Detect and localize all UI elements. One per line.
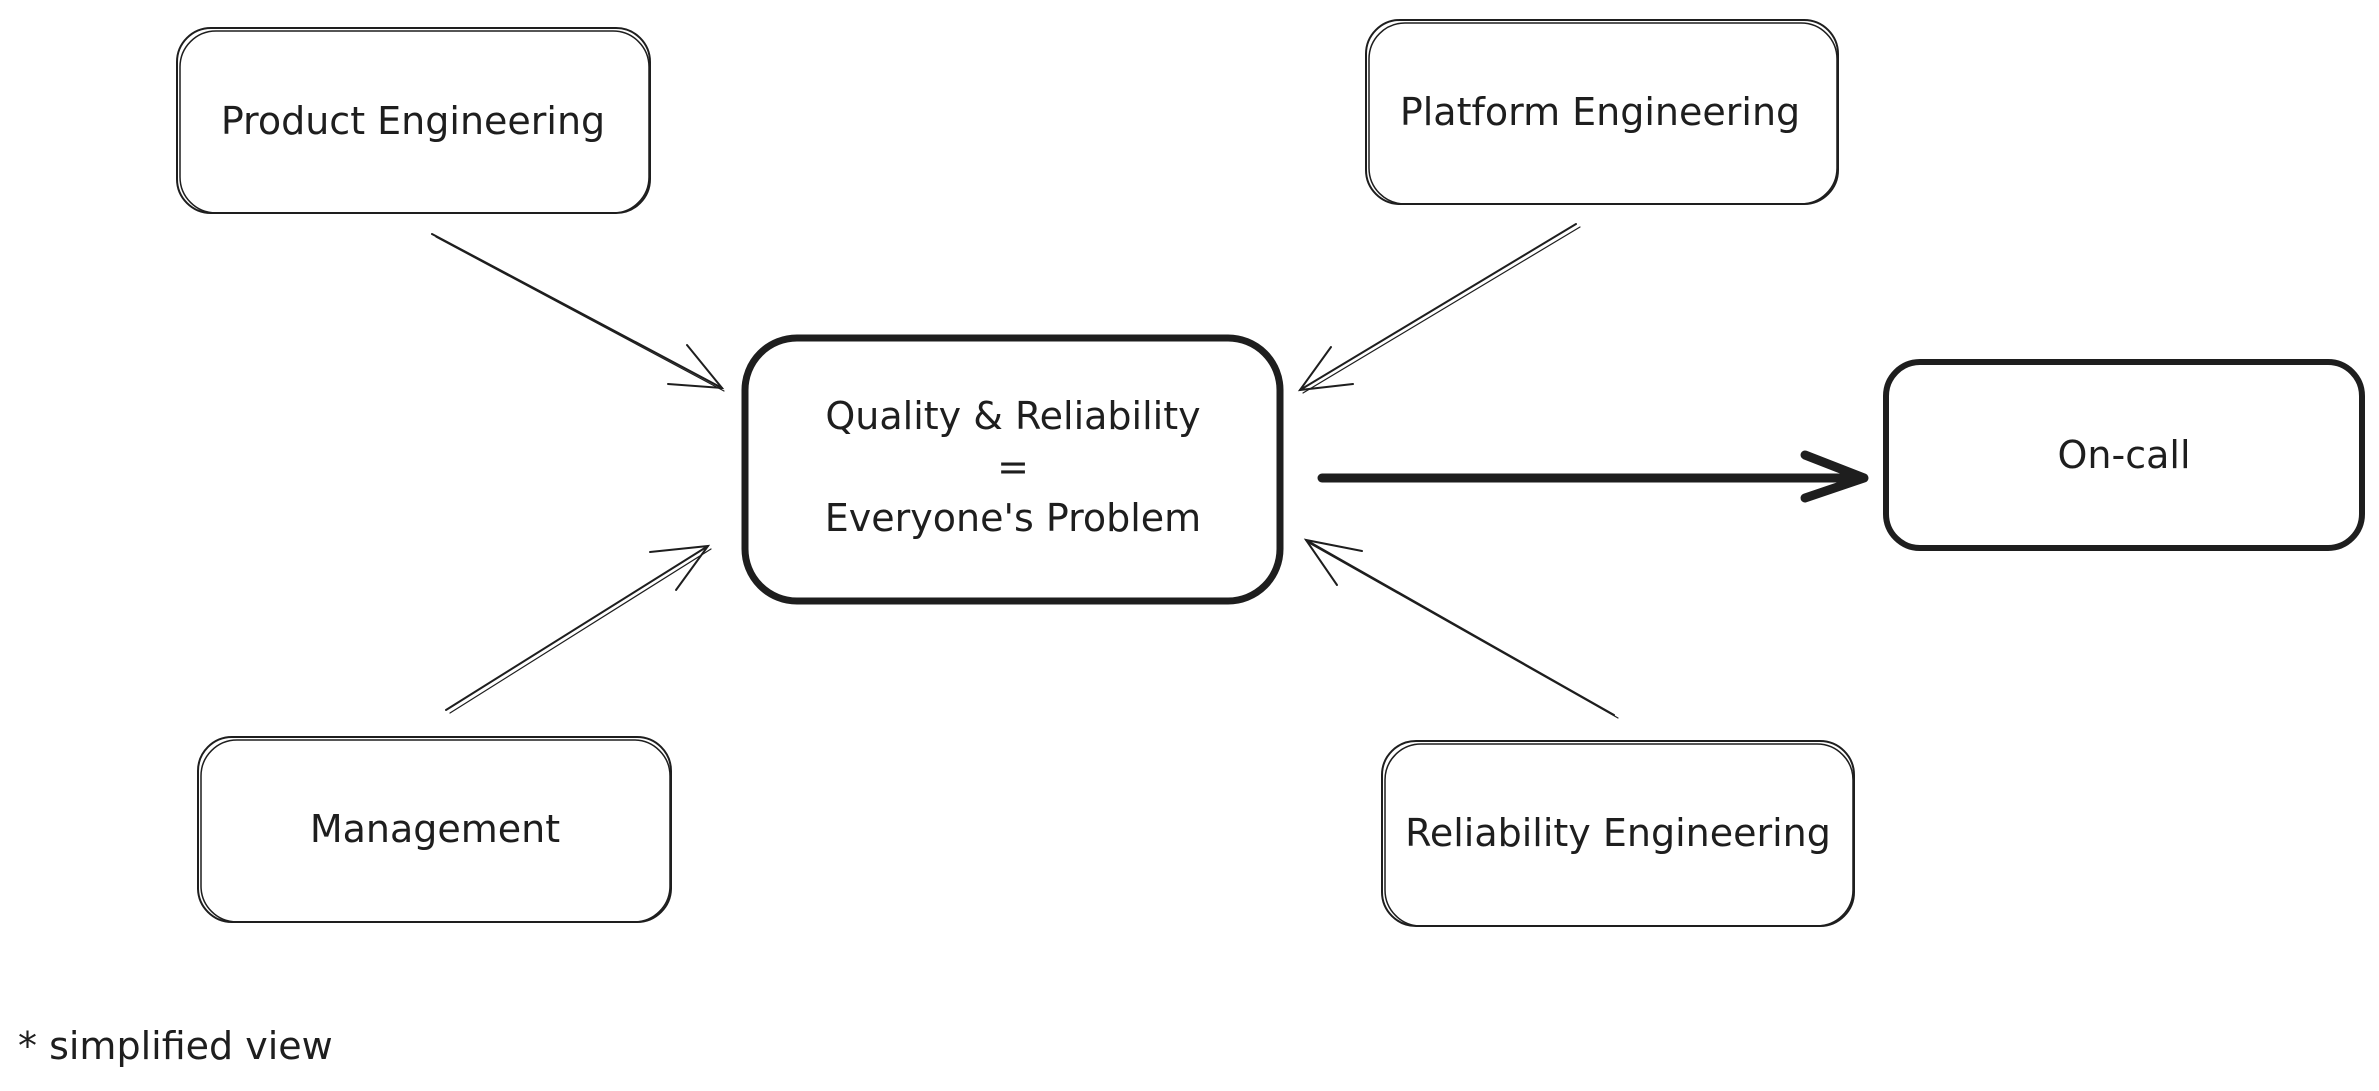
node-quality-reliability[interactable]: Quality & Reliability = Everyone's Probl… (741, 334, 1284, 605)
node-reliability-engineering-label: Reliability Engineering (1405, 811, 1831, 855)
arrow-reliability-to-quality (1303, 538, 1619, 719)
arrow-platform-to-quality (1297, 223, 1581, 394)
node-quality-reliability-line1: Quality & Reliability (825, 394, 1200, 438)
arrow-product-to-quality (431, 233, 725, 392)
node-product-engineering[interactable]: Product Engineering (176, 27, 651, 214)
node-quality-reliability-line3: Everyone's Problem (825, 496, 1201, 540)
node-reliability-engineering[interactable]: Reliability Engineering (1381, 740, 1855, 927)
node-management-label: Management (310, 807, 560, 851)
footnote-text: * simplified view (18, 1024, 333, 1068)
node-management[interactable]: Management (197, 736, 672, 923)
arrow-management-to-quality (445, 544, 712, 714)
node-on-call[interactable]: On-call (1883, 359, 2365, 551)
node-quality-reliability-line2: = (997, 445, 1029, 489)
node-on-call-label: On-call (2058, 433, 2191, 477)
arrow-quality-to-on-call (1317, 450, 1869, 503)
node-product-engineering-label: Product Engineering (221, 99, 605, 143)
node-platform-engineering-label: Platform Engineering (1400, 90, 1800, 134)
node-platform-engineering[interactable]: Platform Engineering (1365, 19, 1839, 205)
